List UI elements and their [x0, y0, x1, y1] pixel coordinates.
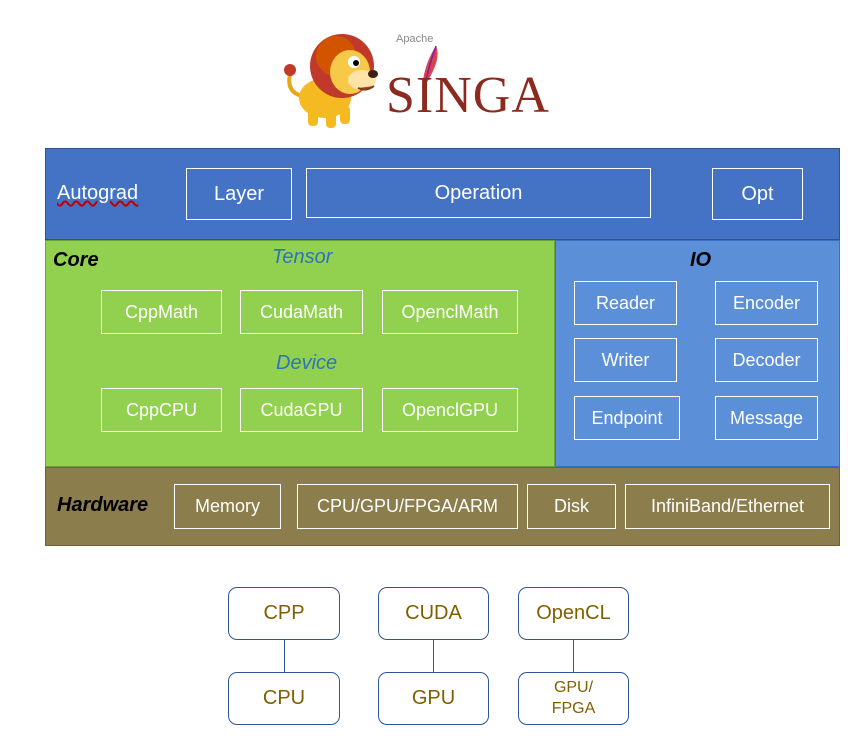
tensor-cudamath-box: CudaMath — [240, 290, 363, 334]
backend-gpu-box: GPU — [378, 672, 489, 725]
io-writer-box: Writer — [574, 338, 677, 382]
device-openclgpu-box: OpenclGPU — [382, 388, 518, 432]
autograd-layer — [45, 148, 840, 240]
connector-cuda-gpu — [433, 640, 434, 672]
hardware-processor-box: CPU/GPU/FPGA/ARM — [297, 484, 518, 529]
io-reader-box: Reader — [574, 281, 677, 325]
connector-opencl-gpufpga — [573, 640, 574, 672]
device-cudagpu-box: CudaGPU — [240, 388, 363, 432]
apache-feather-icon — [422, 45, 438, 90]
autograd-layer-box: Layer — [186, 168, 292, 220]
hardware-label: Hardware — [57, 494, 149, 516]
io-encoder-box: Encoder — [715, 281, 818, 325]
connector-cpp-cpu — [284, 640, 285, 672]
lion-mascot-icon — [284, 34, 378, 128]
hardware-memory-box: Memory — [174, 484, 281, 529]
hardware-disk-box: Disk — [527, 484, 616, 529]
io-message-box: Message — [715, 396, 818, 440]
backend-cpp-box: CPP — [228, 587, 340, 640]
device-cppcpu-box: CppCPU — [101, 388, 222, 432]
backend-opencl-box: OpenCL — [518, 587, 629, 640]
device-label: Device — [276, 352, 338, 374]
backend-gpu-fpga-box: GPU/ FPGA — [518, 672, 629, 725]
tensor-openclmath-box: OpenclMath — [382, 290, 518, 334]
hardware-layer — [45, 467, 840, 546]
tensor-cppmath-box: CppMath — [101, 290, 222, 334]
autograd-label: Autograd — [57, 182, 139, 204]
hardware-network-box: InfiniBand/Ethernet — [625, 484, 830, 529]
io-label: IO — [690, 249, 712, 271]
autograd-opt-box: Opt — [712, 168, 803, 220]
backend-cuda-box: CUDA — [378, 587, 489, 640]
io-layer — [555, 240, 840, 467]
apache-wordmark: Apache — [396, 33, 434, 45]
io-decoder-box: Decoder — [715, 338, 818, 382]
core-label: Core — [53, 249, 99, 271]
backend-cpu-box: CPU — [228, 672, 340, 725]
core-layer — [45, 240, 555, 467]
autograd-operation-box: Operation — [306, 168, 651, 218]
io-endpoint-box: Endpoint — [574, 396, 680, 440]
singa-wordmark: SINGA — [386, 67, 550, 124]
tensor-label: Tensor — [272, 246, 333, 268]
